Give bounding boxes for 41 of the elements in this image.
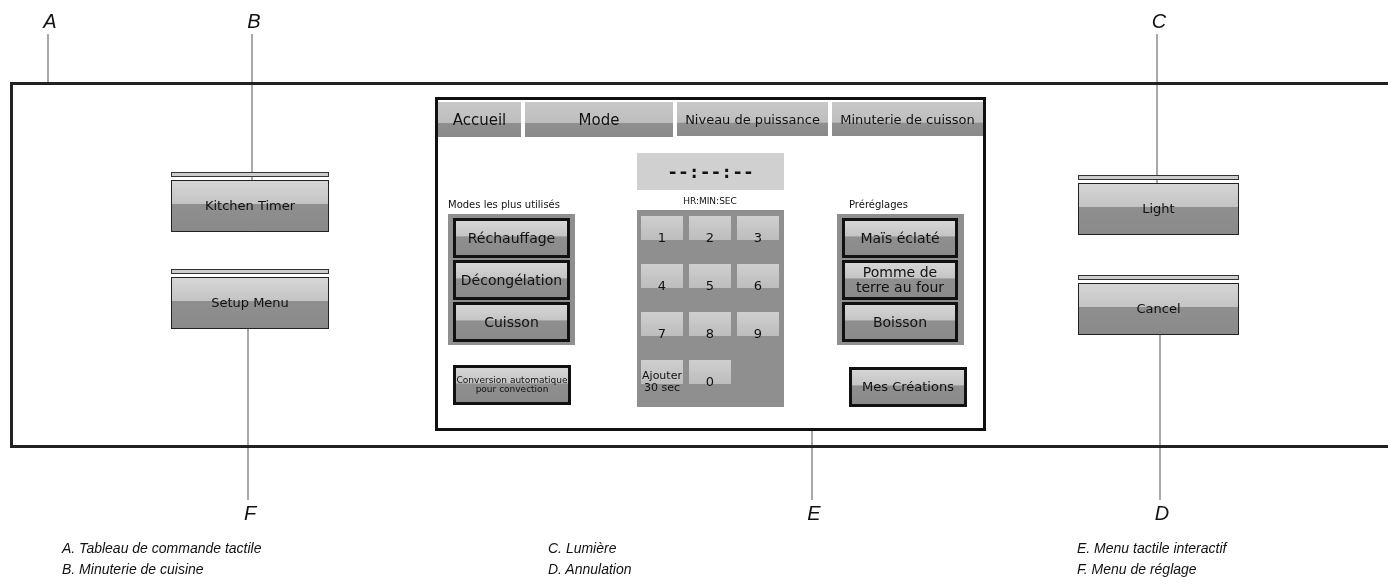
panel-button: Décongélation [453, 260, 570, 300]
leader-line [251, 33, 253, 181]
menu-tab: Niveau de puissance [677, 102, 828, 136]
panel-button: Cancel [1078, 283, 1239, 335]
button-group-panel [637, 210, 784, 407]
callout-letter: C [1147, 8, 1171, 34]
callout-letter: A [38, 8, 62, 34]
group-heading: Modes les plus utilisés [448, 199, 560, 210]
key-text: D. Annulation [548, 561, 632, 577]
leader-line [811, 430, 813, 501]
menu-tab: Mode [525, 102, 673, 137]
leader-line [1159, 334, 1161, 501]
panel-button: Mes Créations [849, 367, 967, 407]
panel-button: Maïs éclaté [842, 218, 958, 258]
panel-button: Réchauffage [453, 218, 570, 258]
key-text: F. Menu de réglage [1077, 561, 1197, 577]
panel-button: Cuisson [453, 302, 570, 342]
panel-button: Light [1078, 183, 1239, 235]
leader-line [247, 328, 249, 501]
callout-letter: D [1150, 500, 1174, 526]
panel-button: Boisson [842, 302, 958, 342]
menu-tab: Accueil [438, 102, 521, 137]
key-text: E. Menu tactile interactif [1077, 540, 1227, 556]
time-display: --:--:-- [637, 153, 784, 190]
callout-letter: B [242, 8, 266, 34]
touch-screen [435, 97, 986, 431]
control-panel [10, 82, 1388, 448]
key-text: B. Minuterie de cuisine [62, 561, 204, 577]
key-text: A. Tableau de commande tactile [62, 540, 262, 556]
panel-button: Pomme de terre au four [842, 260, 958, 300]
panel-button: Kitchen Timer [171, 180, 329, 232]
time-format-text: HR:MIN:SEC [682, 196, 738, 206]
leader-line [1156, 33, 1158, 184]
callout-letter: F [238, 500, 262, 526]
callout-letter: E [802, 500, 826, 526]
group-heading: Préréglages [849, 199, 908, 210]
leader-line [47, 33, 49, 83]
panel-button: Setup Menu [171, 277, 329, 329]
key-text: C. Lumière [548, 540, 617, 556]
menu-tab: Minuterie de cuisson [832, 102, 983, 136]
panel-button: Conversion automatique pour convection [453, 365, 571, 405]
